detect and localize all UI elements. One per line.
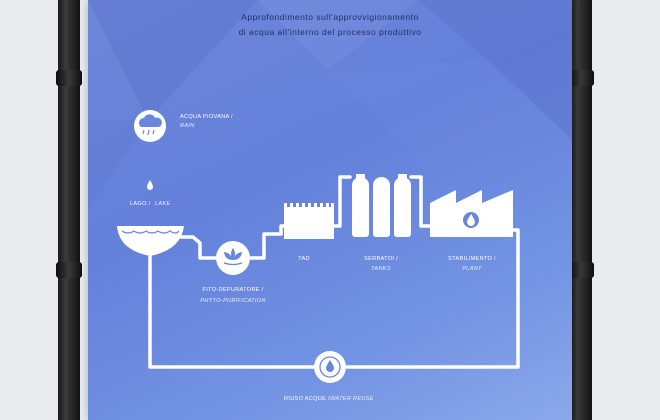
tanks-label-en: TANKS — [371, 266, 391, 272]
left-display-pole — [56, 0, 82, 420]
plant-label-en: PLANT — [462, 266, 482, 272]
pipes — [148, 175, 520, 369]
reuse-label: RIUSO ACQUE / — [284, 396, 330, 402]
factory-plant-icon — [430, 190, 513, 237]
water-flow-diagram — [117, 110, 520, 383]
right-display-pole — [568, 0, 594, 420]
rain-icon — [134, 110, 166, 142]
rain-label: ACQUA PIOVANA / — [180, 114, 233, 120]
phyto-purification-icon — [216, 241, 250, 275]
phyto-label: FITO-DEPURATORE / — [202, 287, 264, 293]
tanks-label: SERBATOI / — [364, 256, 398, 262]
rain-label-en: RAIN — [180, 123, 195, 129]
subtitle-line-1: Approfondimento sull'approvvigionamento — [241, 12, 419, 22]
lake-label-en: LAKE — [155, 201, 171, 207]
poster-background-facets — [88, 0, 572, 210]
water-reuse-icon — [314, 351, 346, 383]
tad-label: TAD — [298, 256, 310, 262]
storage-tanks-icon — [352, 174, 411, 237]
tad-tank-icon — [284, 203, 334, 239]
lake-label: LAGO / — [130, 201, 151, 207]
poster: Approfondimento sull'approvvigionamento … — [88, 0, 572, 420]
water-drop-icon — [147, 180, 153, 190]
subtitle-line-2: di acqua all'interno del processo produt… — [238, 27, 422, 37]
plant-label: STABILIMENTO / — [448, 256, 496, 262]
lake-basin-icon — [117, 226, 184, 256]
phyto-label-en: PHYTO-PURIFICATION — [200, 298, 266, 304]
reuse-label-en: WATER REUSE — [330, 396, 374, 402]
